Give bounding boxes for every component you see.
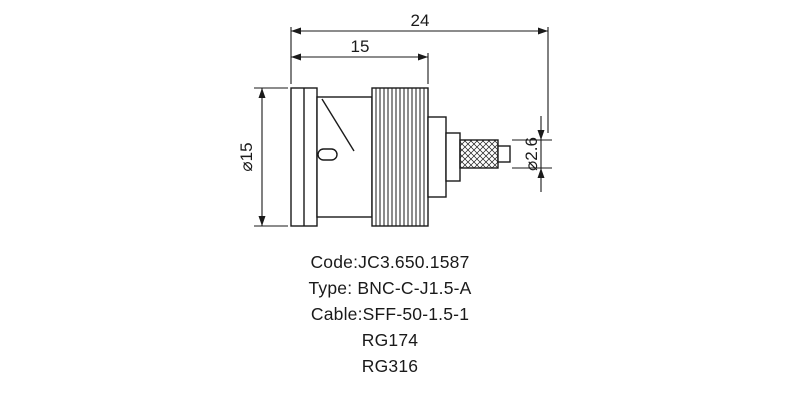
spec-cable-line: Cable:SFF-50-1.5-1 <box>310 304 470 324</box>
spec-cable-option-2: RG316 <box>361 356 419 376</box>
knurl-lines <box>375 88 425 226</box>
dim-overall-length-label: 24 <box>411 11 430 30</box>
arrow-24-right <box>538 27 548 35</box>
arrow-dia26-lower <box>537 168 545 178</box>
rear-body-neck <box>445 132 461 182</box>
bayonet-slot <box>317 148 338 161</box>
dim-front-length-label: 15 <box>351 37 370 56</box>
arrow-15-left <box>291 53 301 61</box>
arrow-dia15-bottom <box>258 216 266 226</box>
crimp-ferrule <box>459 139 499 169</box>
arrow-24-left <box>291 27 301 35</box>
dimension-arrowheads <box>258 27 548 226</box>
arrow-dia26-upper <box>537 130 545 140</box>
spec-text-block: Code:JC3.650.1587 Type: BNC-C-J1.5-A Cab… <box>215 249 565 379</box>
arrow-15-right <box>418 53 428 61</box>
arrow-dia15-top <box>258 88 266 98</box>
cable-tip <box>497 145 511 163</box>
dim-flange-diameter-label: ⌀15 <box>237 142 256 171</box>
dim-cable-diameter-label: ⌀2.6 <box>522 137 541 171</box>
spec-type-line: Type: BNC-C-J1.5-A <box>308 278 472 298</box>
bayonet-slot-diagonal <box>321 98 355 152</box>
dimension-lines <box>254 27 552 227</box>
spec-cable-option-1: RG174 <box>361 330 419 350</box>
connector-body <box>290 87 511 227</box>
rear-body-step <box>427 116 447 198</box>
spec-code-line: Code:JC3.650.1587 <box>310 252 470 272</box>
